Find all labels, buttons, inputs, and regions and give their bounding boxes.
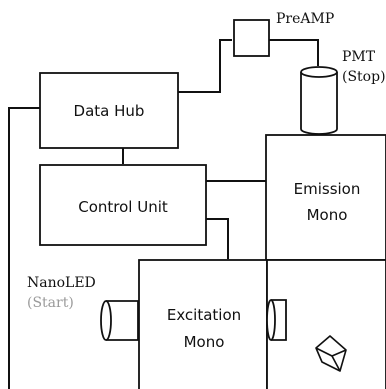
pmt-label: PMT [342,49,376,65]
wire-datahub-nanoled [8,107,40,389]
emission-mono-box [265,134,386,261]
pmt-stop-label: (Stop) [342,69,386,85]
pmt-detector [300,66,338,135]
data-hub-box [39,72,179,149]
wire-datahub-preamp [178,39,232,93]
nanoled-label: NanoLED [27,275,96,291]
excitation-mono-label-2: Mono [184,333,225,351]
slit-lens [266,299,287,341]
nanoled-start-label: (Start) [27,295,74,311]
wire-preamp-pmt [269,39,319,66]
wire-controlunit-excitation [206,218,229,259]
emission-mono-label: Emission [294,180,361,198]
excitation-mono-label: Excitation [167,306,241,324]
nanoled-source [100,300,139,341]
preamp-box [233,19,270,57]
preamp-label: PreAMP [276,11,334,27]
data-hub-label: Data Hub [74,102,145,120]
emission-mono-label-2: Mono [307,206,348,224]
wires [8,39,319,389]
excitation-mono-box [138,259,268,389]
control-unit-box [39,164,207,246]
sample-cuvette-icon [315,335,347,372]
control-unit-label: Control Unit [78,198,168,216]
